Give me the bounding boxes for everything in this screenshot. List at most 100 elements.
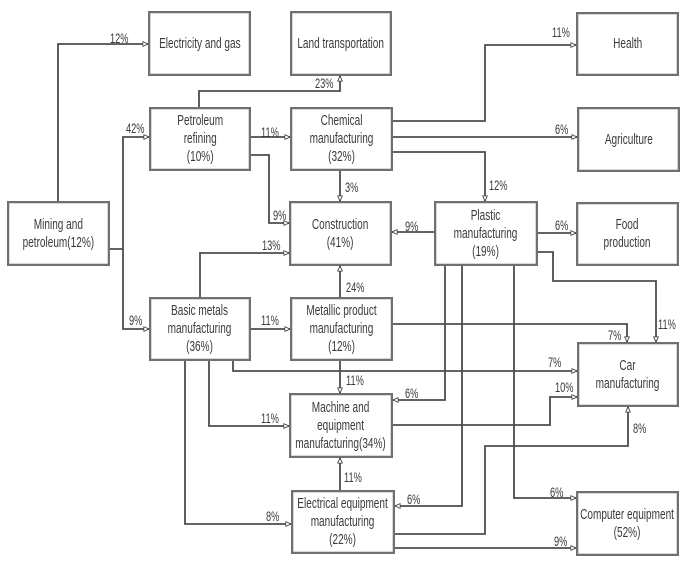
edge-label-petroleum-to-construction: 9% bbox=[273, 207, 287, 223]
node-electricity-and-gas: Electricity and gas bbox=[148, 11, 251, 76]
connector-basic-metals-to-machine bbox=[208, 361, 289, 426]
node-label: Food production bbox=[604, 216, 651, 252]
node-label: Computer equipment (52%) bbox=[581, 506, 675, 542]
label-line: (12%) bbox=[328, 338, 355, 355]
label-line: manufacturing bbox=[309, 130, 374, 147]
node-food-production: Food production bbox=[576, 202, 679, 266]
edge-label-plastic-to-machine: 6% bbox=[405, 385, 419, 401]
connector-petroleum-to-construction bbox=[251, 154, 289, 223]
label-line: (22%) bbox=[329, 531, 357, 548]
edge-label-plastic-to-car: 11% bbox=[658, 316, 676, 332]
node-label: Chemical manufacturing (32%) bbox=[310, 112, 374, 166]
edge-label-chemical-to-plastic: 12% bbox=[489, 177, 508, 193]
label-line: Computer equipment bbox=[580, 505, 675, 523]
label-line: Car bbox=[619, 356, 637, 374]
label-line: manufacturing bbox=[596, 374, 660, 392]
node-basic-metals-manufacturing: Basic metals manufacturing (36%) bbox=[149, 297, 251, 361]
connector-basic-metals-to-car bbox=[232, 361, 577, 371]
label-line: Petroleum bbox=[177, 112, 223, 129]
connector-mining-to-electricity bbox=[57, 44, 148, 201]
connector-mining-to-petroleum bbox=[110, 137, 149, 250]
label-line: (36%) bbox=[186, 338, 214, 355]
edge-label-metallic-to-car: 7% bbox=[608, 327, 622, 343]
label-line: Food bbox=[616, 216, 639, 233]
label-line: manufacturing bbox=[311, 513, 375, 530]
edge-label-basic-metals-to-machine: 11% bbox=[261, 410, 279, 426]
node-plastic-manufacturing: Plastic manufacturing (19%) bbox=[434, 201, 538, 266]
node-agriculture: Agriculture bbox=[577, 107, 680, 172]
label-line: Construction bbox=[312, 215, 369, 233]
label-line: Plastic bbox=[471, 206, 501, 224]
edge-label-plastic-to-computer: 6% bbox=[550, 484, 564, 500]
connector-plastic-to-electrical bbox=[395, 266, 463, 506]
node-computer-equipment: Computer equipment (52%) bbox=[576, 491, 679, 556]
edge-label-basic-metals-to-car: 7% bbox=[548, 354, 562, 370]
label-line: Agriculture bbox=[604, 130, 653, 148]
node-label: Plastic manufacturing (19%) bbox=[454, 207, 518, 261]
edge-label-chemical-to-agriculture: 6% bbox=[555, 121, 569, 137]
label-line: manufacturing bbox=[168, 320, 232, 337]
edge-label-basic-metals-to-construction: 13% bbox=[262, 237, 281, 253]
connector-plastic-to-machine bbox=[393, 266, 446, 400]
node-label: Agriculture bbox=[604, 131, 652, 149]
edge-label-basic-metals-to-electrical: 8% bbox=[266, 508, 280, 524]
edge-label-mining-to-petroleum: 42% bbox=[126, 120, 145, 136]
label-line: Electrical equipment bbox=[297, 495, 389, 512]
connector-chemical-to-health bbox=[393, 45, 576, 122]
edge-label-metallic-to-machine: 11% bbox=[346, 372, 364, 388]
connector-plastic-to-computer bbox=[513, 266, 576, 498]
edge-label-plastic-to-construction: 9% bbox=[405, 218, 419, 234]
connector-chemical-to-plastic bbox=[393, 151, 485, 201]
connector-metallic-to-car bbox=[393, 323, 627, 342]
node-label: Machine and equipment manufacturing(34%) bbox=[296, 399, 387, 453]
node-health: Health bbox=[576, 12, 679, 76]
node-label: Land transportation bbox=[298, 35, 385, 53]
node-machine-and-equipment-manufacturing: Machine and equipment manufacturing(34%) bbox=[289, 393, 393, 458]
node-label: Mining and petroleum(12%) bbox=[23, 216, 95, 252]
node-label: Car manufacturing bbox=[596, 357, 660, 393]
node-car-manufacturing: Car manufacturing bbox=[577, 342, 679, 407]
label-line: (52%) bbox=[614, 523, 641, 541]
node-label: Metallic product manufacturing (12%) bbox=[306, 302, 376, 356]
node-label: Electrical equipment manufacturing (22%) bbox=[298, 495, 389, 549]
node-land-transportation: Land transportation bbox=[290, 11, 392, 76]
edge-label-plastic-to-food: 6% bbox=[555, 217, 569, 233]
label-line: (32%) bbox=[328, 148, 355, 165]
edge-label-electrical-to-car: 8% bbox=[633, 420, 647, 436]
edge-label-chemical-to-construction: 3% bbox=[345, 179, 359, 195]
node-petroleum-refining: Petroleum refining (10%) bbox=[149, 107, 251, 171]
edge-label-machine-to-car: 10% bbox=[555, 379, 574, 395]
label-line: Mining and bbox=[33, 215, 84, 233]
label-line: Land transportation bbox=[297, 34, 385, 52]
node-mining-and-petroleum: Mining and petroleum(12%) bbox=[7, 201, 110, 266]
connector-petroleum-to-land-transportation bbox=[198, 76, 340, 107]
edge-label-electrical-to-computer: 9% bbox=[554, 533, 568, 549]
label-line: (10%) bbox=[186, 148, 214, 165]
label-line: manufacturing(34%) bbox=[295, 434, 387, 452]
label-line: Metallic product bbox=[306, 302, 377, 319]
edge-label-petroleum-to-chemical: 11% bbox=[261, 124, 279, 140]
label-line: equipment bbox=[317, 416, 365, 434]
connector-mining-to-basic-metals bbox=[122, 249, 149, 329]
label-line: manufacturing bbox=[454, 224, 518, 242]
edge-label-basic-metals-to-metallic: 11% bbox=[261, 312, 279, 328]
node-metallic-product-manufacturing: Metallic product manufacturing (12%) bbox=[290, 297, 393, 361]
node-label: Petroleum refining (10%) bbox=[177, 112, 223, 166]
connector-basic-metals-to-construction bbox=[199, 253, 289, 297]
edge-label-chemical-to-health: 11% bbox=[552, 24, 570, 40]
node-chemical-manufacturing: Chemical manufacturing (32%) bbox=[290, 107, 393, 171]
node-label: Basic metals manufacturing (36%) bbox=[168, 302, 232, 356]
label-line: refining bbox=[183, 130, 217, 147]
label-line: Health bbox=[612, 35, 643, 52]
connector-machine-to-car bbox=[393, 397, 577, 426]
edge-label-mining-to-basic-metals: 9% bbox=[129, 312, 143, 328]
edge-label-electrical-to-machine: 11% bbox=[344, 469, 362, 485]
edge-label-plastic-to-electrical: 6% bbox=[407, 491, 421, 507]
label-line: (41%) bbox=[327, 233, 354, 251]
label-line: Electricity and gas bbox=[158, 34, 241, 52]
connector-plastic-to-car bbox=[538, 251, 656, 342]
node-label: Electricity and gas bbox=[159, 35, 241, 53]
label-line: petroleum(12%) bbox=[22, 233, 95, 251]
label-line: (19%) bbox=[472, 242, 500, 260]
